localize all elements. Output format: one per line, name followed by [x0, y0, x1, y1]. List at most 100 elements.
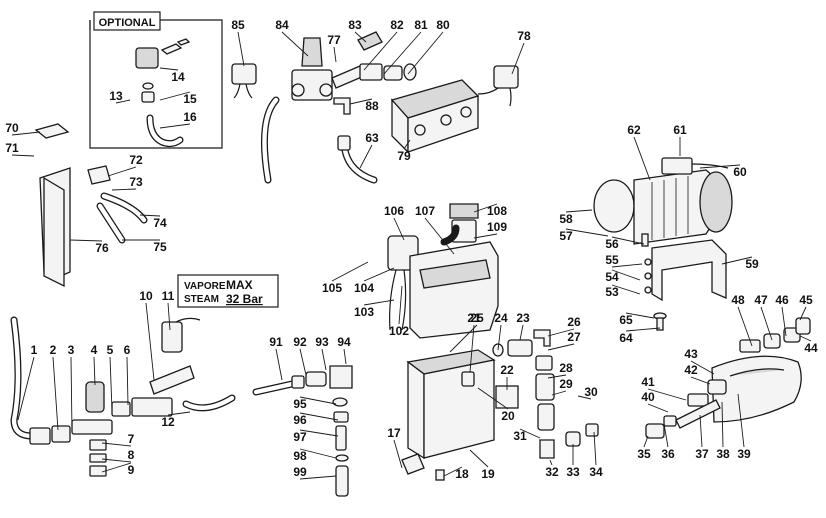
leader-line: [393, 217, 405, 241]
leader-line: [551, 390, 567, 396]
leader-line: [167, 411, 191, 416]
callout-number: 18: [455, 467, 469, 481]
leader-line: [519, 324, 524, 341]
leader-line: [611, 269, 641, 281]
callout-number: 79: [397, 149, 411, 163]
callout-number: 78: [517, 29, 531, 43]
callout-number: 22: [500, 363, 514, 377]
leader-line: [115, 99, 131, 104]
leader-line: [299, 448, 337, 459]
leader-line: [477, 387, 509, 410]
leader-line: [625, 327, 661, 332]
tank-cap-108: [449, 203, 479, 219]
callout-number: 56: [605, 237, 619, 251]
callout-number: 26: [567, 315, 581, 329]
leader-line: [11, 131, 41, 136]
leader-line: [449, 324, 478, 353]
callout-number: 65: [619, 313, 633, 327]
callout-number: 63: [365, 131, 379, 145]
leader-line: [393, 439, 403, 469]
leader-line: [398, 285, 403, 325]
callout-number: 71: [5, 141, 19, 155]
leader-line: [167, 302, 171, 331]
leader-line: [363, 31, 398, 71]
callout-number: 42: [684, 363, 698, 377]
leader-line: [363, 267, 395, 282]
callout-number: 83: [348, 18, 362, 32]
leader-line: [643, 435, 649, 448]
leader-line: [11, 154, 35, 157]
callout-number: 15: [183, 92, 197, 106]
callout-number: 54: [605, 270, 619, 284]
callout-number: 13: [109, 89, 123, 103]
leader-line: [111, 188, 137, 191]
optional-screw: [160, 43, 183, 55]
callout-number: 93: [315, 335, 329, 349]
callout-number: 98: [293, 449, 307, 463]
callout-number: 85: [231, 18, 245, 32]
leader-line: [101, 462, 132, 473]
callout-number: 1: [31, 343, 38, 357]
leader-line: [593, 431, 597, 466]
callout-number: 70: [5, 121, 19, 135]
callout-number: 59: [745, 257, 759, 271]
callout-number: 99: [293, 465, 307, 479]
callout-number: 27: [567, 330, 581, 344]
pressure-label-vapore: VAPORE: [184, 281, 226, 292]
callout-number: 10: [139, 289, 153, 303]
callout-number: 80: [436, 18, 450, 32]
leader-line: [17, 356, 35, 421]
callout-number: 74: [153, 216, 167, 230]
callout-number: 45: [799, 293, 813, 307]
optional-connector: [135, 47, 159, 69]
leader-line: [633, 136, 651, 181]
callout-number: 32: [545, 465, 559, 479]
callout-number: 25: [470, 311, 484, 325]
leader-line: [781, 306, 787, 337]
steam-outlet-fittings: [252, 365, 353, 497]
callout-number: 105: [322, 281, 342, 295]
mounting-bracket-76: [34, 123, 148, 288]
leader-line: [511, 42, 525, 75]
callout-number: 12: [161, 415, 175, 429]
leader-line: [281, 31, 309, 57]
leader-line: [383, 31, 422, 75]
leader-line: [443, 466, 463, 477]
callout-number: 55: [605, 253, 619, 267]
callout-leaders: [11, 31, 812, 480]
callout-number: 3: [68, 343, 75, 357]
leader-line: [699, 414, 703, 448]
callout-number: 29: [559, 377, 573, 391]
callout-number: 16: [183, 110, 197, 124]
leader-line: [343, 348, 347, 365]
optional-kit-box: OPTIONAL: [89, 11, 223, 149]
pressure-valve-cap: [301, 37, 323, 67]
leader-line: [363, 299, 395, 306]
leader-line: [359, 144, 373, 169]
callout-number: 97: [293, 430, 307, 444]
callout-number: 2: [50, 343, 57, 357]
callout-number: 57: [559, 229, 573, 243]
leader-line: [331, 261, 369, 282]
leader-line: [109, 356, 113, 411]
leader-line: [139, 214, 161, 217]
callout-number: 53: [605, 285, 619, 299]
leader-line: [70, 356, 73, 433]
callout-number: 23: [516, 311, 530, 325]
water-tank-assembly: [387, 203, 499, 339]
motor-flange-58: [593, 179, 635, 233]
pressure-label-32bar: 32 Bar: [226, 292, 263, 306]
leader-line: [469, 449, 489, 468]
leader-line: [93, 356, 96, 386]
callout-number: 102: [389, 324, 409, 338]
callout-number: 106: [384, 204, 404, 218]
leader-line: [333, 46, 337, 63]
callout-number: 47: [754, 293, 768, 307]
leader-line: [497, 324, 502, 351]
leader-line: [299, 412, 339, 421]
callout-number: 43: [684, 347, 698, 361]
callout-number: 104: [354, 281, 374, 295]
steam-gun-assembly: [645, 317, 811, 439]
valve-cap-83: [357, 31, 383, 51]
callout-number: 11: [162, 289, 175, 303]
